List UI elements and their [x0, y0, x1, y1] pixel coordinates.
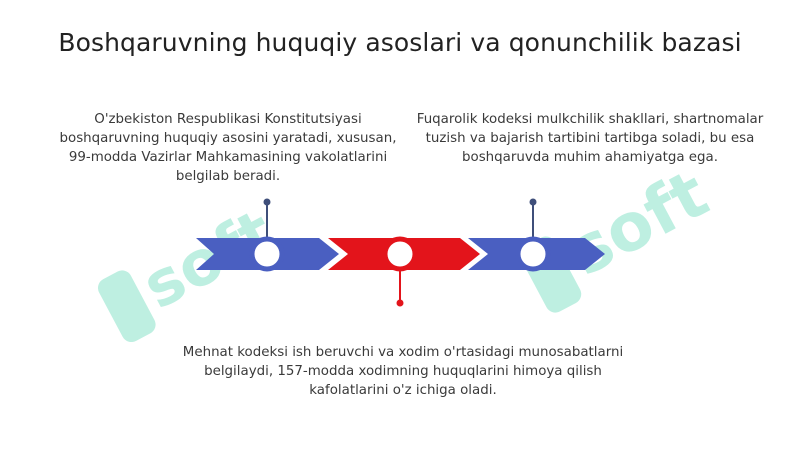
item-text-1: O'zbekiston Respublikasi Konstitutsiyasi…	[59, 112, 397, 184]
node-1	[249, 236, 285, 272]
node-2	[382, 236, 418, 272]
item-text-2: Mehnat kodeksi ish beruvchi va xodim o'r…	[182, 345, 624, 398]
connector-dot-1	[263, 198, 271, 206]
connector-dot-3	[529, 198, 537, 206]
connector-dot-2	[396, 299, 404, 307]
watermark-logo-shape	[97, 270, 156, 343]
node-3	[515, 236, 551, 272]
item-text-3: Fuqarolik kodeksi mulkchilik shakllari, …	[416, 112, 764, 165]
slide-title: Boshqaruvning huquqiy asoslari va qonunc…	[58, 28, 742, 57]
